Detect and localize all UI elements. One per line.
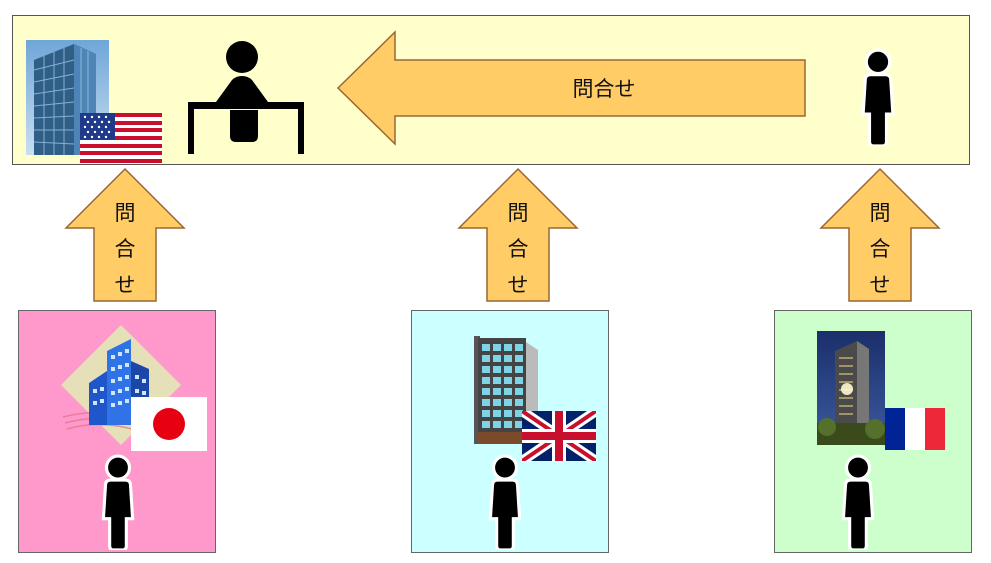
up-arrow-label-char-3: せ <box>115 273 136 297</box>
hq-arrow-label: 問合せ <box>573 77 636 101</box>
hq-inquiry-arrow: 問合せ <box>336 30 808 146</box>
branch-japan <box>18 310 216 553</box>
uk-flag-icon <box>522 411 596 461</box>
france-flag-icon <box>885 408 945 450</box>
france-person-icon <box>835 454 881 550</box>
branch-uk <box>411 310 609 553</box>
japan-person-icon <box>95 454 141 550</box>
up-arrow-label-char-3: せ <box>508 273 529 297</box>
up-arrow-label-char-2: 合 <box>508 237 529 261</box>
branch-france <box>774 310 972 553</box>
up-arrow-label-char-1: 問 <box>870 201 891 225</box>
us-flag-icon <box>80 113 162 163</box>
up-arrow-label-char-2: 合 <box>870 237 891 261</box>
up-arrow-japan: 問 合 せ <box>64 167 186 303</box>
japan-flag-icon <box>131 397 207 451</box>
uk-person-icon <box>482 454 528 550</box>
hq-person-icon <box>856 48 900 146</box>
up-arrow-label-char-1: 問 <box>508 201 529 225</box>
up-arrow-label-char-1: 問 <box>115 201 136 225</box>
office-building-photo-icon <box>817 331 885 445</box>
support-agent-desk-icon <box>184 38 308 154</box>
up-arrow-uk: 問 合 せ <box>457 167 579 303</box>
up-arrow-france: 問 合 せ <box>819 167 941 303</box>
up-arrow-label-char-2: 合 <box>115 237 136 261</box>
up-arrow-label-char-3: せ <box>870 273 891 297</box>
